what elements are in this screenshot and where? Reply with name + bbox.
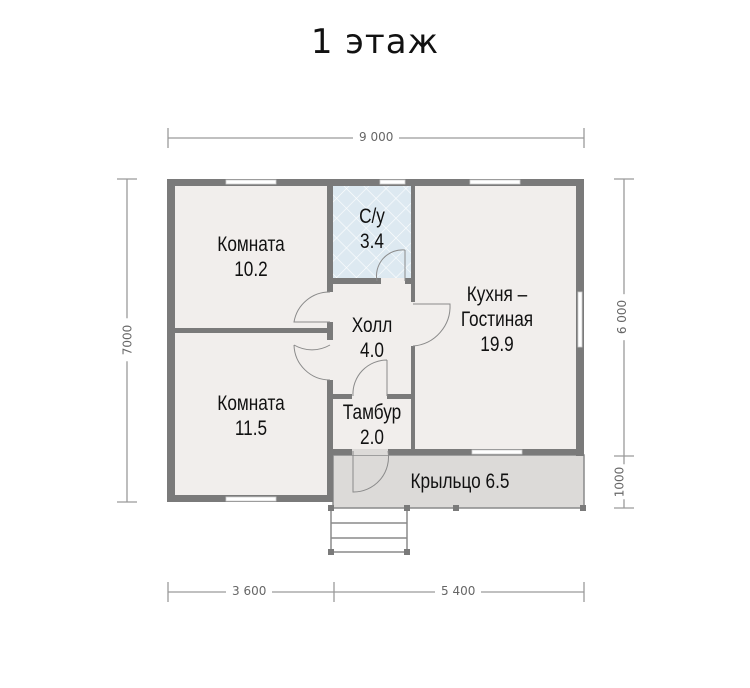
room-name: Комната (217, 233, 285, 256)
room-area: 10.2 (234, 258, 268, 281)
steps (330, 509, 408, 553)
room-name: Комната (217, 392, 285, 415)
dimension-top: 9 000 (353, 130, 400, 144)
dimension-bottom-right: 5 400 (435, 584, 482, 598)
dimension-right-main: 6 000 (615, 293, 630, 341)
room-label-porch: Крыльцо 6.5 (411, 469, 510, 494)
room-area: 3.4 (360, 230, 384, 253)
room-label-vestibule: Тамбур 2.0 (343, 400, 401, 450)
dimension-left: 7000 (120, 318, 135, 362)
room-label-room-1: Комната 10.2 (217, 232, 284, 282)
room-area: 11.5 (234, 417, 268, 440)
room-name: Гостиная (460, 308, 534, 331)
room-name: Тамбур (342, 401, 402, 424)
room-area: 2.0 (360, 426, 384, 449)
room-area: 4.0 (360, 339, 384, 362)
dimension-right-porch: 1000 (612, 464, 627, 500)
room-area: 19.9 (480, 333, 514, 356)
dimension-bottom-left: 3 600 (226, 584, 273, 598)
room-name: Кухня – (466, 283, 528, 306)
door-swings (293, 249, 451, 493)
windows (225, 179, 583, 502)
room-name: С/у (359, 205, 385, 228)
floor-title: 1 этаж (310, 22, 440, 62)
room-label-hall: Холл 4.0 (352, 313, 393, 363)
room-label-bathroom: С/у 3.4 (359, 204, 385, 254)
room-label-kitchen-living: Кухня – Гостиная 19.9 (461, 282, 533, 357)
room-name: Крыльцо 6.5 (410, 470, 510, 493)
room-label-room-2: Комната 11.5 (217, 391, 284, 441)
room-name: Холл (351, 314, 393, 337)
